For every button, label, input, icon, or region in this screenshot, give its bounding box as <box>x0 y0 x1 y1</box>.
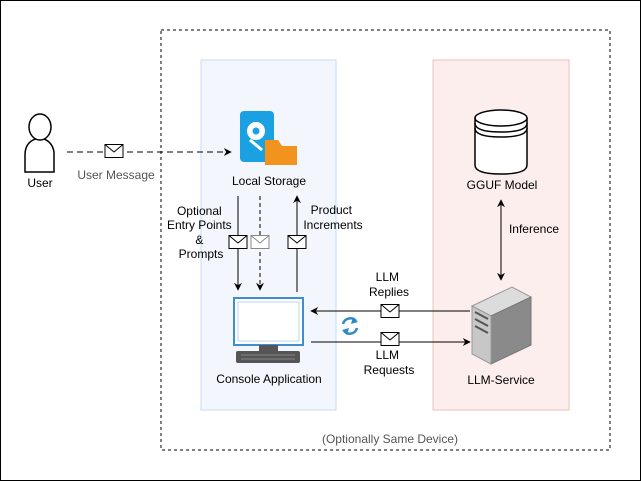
database-icon <box>474 109 528 175</box>
envelope-icon <box>228 235 248 249</box>
inference-label: Inference <box>509 222 559 236</box>
device-group-note: (Optionally Same Device) <box>322 432 458 446</box>
envelope-icon <box>250 235 270 249</box>
user-icon <box>24 113 55 173</box>
device-group <box>160 29 611 451</box>
user-label: User <box>27 176 52 190</box>
server-icon <box>470 286 533 365</box>
product-increments-label: Product Increments <box>303 203 362 232</box>
llm-requests-label: LLM Requests <box>364 348 415 377</box>
envelope-icon <box>287 235 307 249</box>
llm-service-label: LLM-Service <box>467 373 535 387</box>
monitor-icon <box>233 297 304 363</box>
envelope-icon <box>380 332 400 346</box>
entry-points-label: Optional Entry Points & Prompts <box>167 204 235 261</box>
envelope-icon <box>380 304 400 318</box>
gguf-model-label: GGUF Model <box>467 178 538 192</box>
user-message-label: User Message <box>77 168 155 182</box>
console-application-label: Console Application <box>216 372 321 386</box>
envelope-icon <box>104 144 124 158</box>
sync-icon <box>341 317 359 335</box>
llm-replies-label: LLM Replies <box>369 270 409 299</box>
local-storage-label: Local Storage <box>232 174 306 188</box>
storage-folder-icon <box>240 111 297 165</box>
